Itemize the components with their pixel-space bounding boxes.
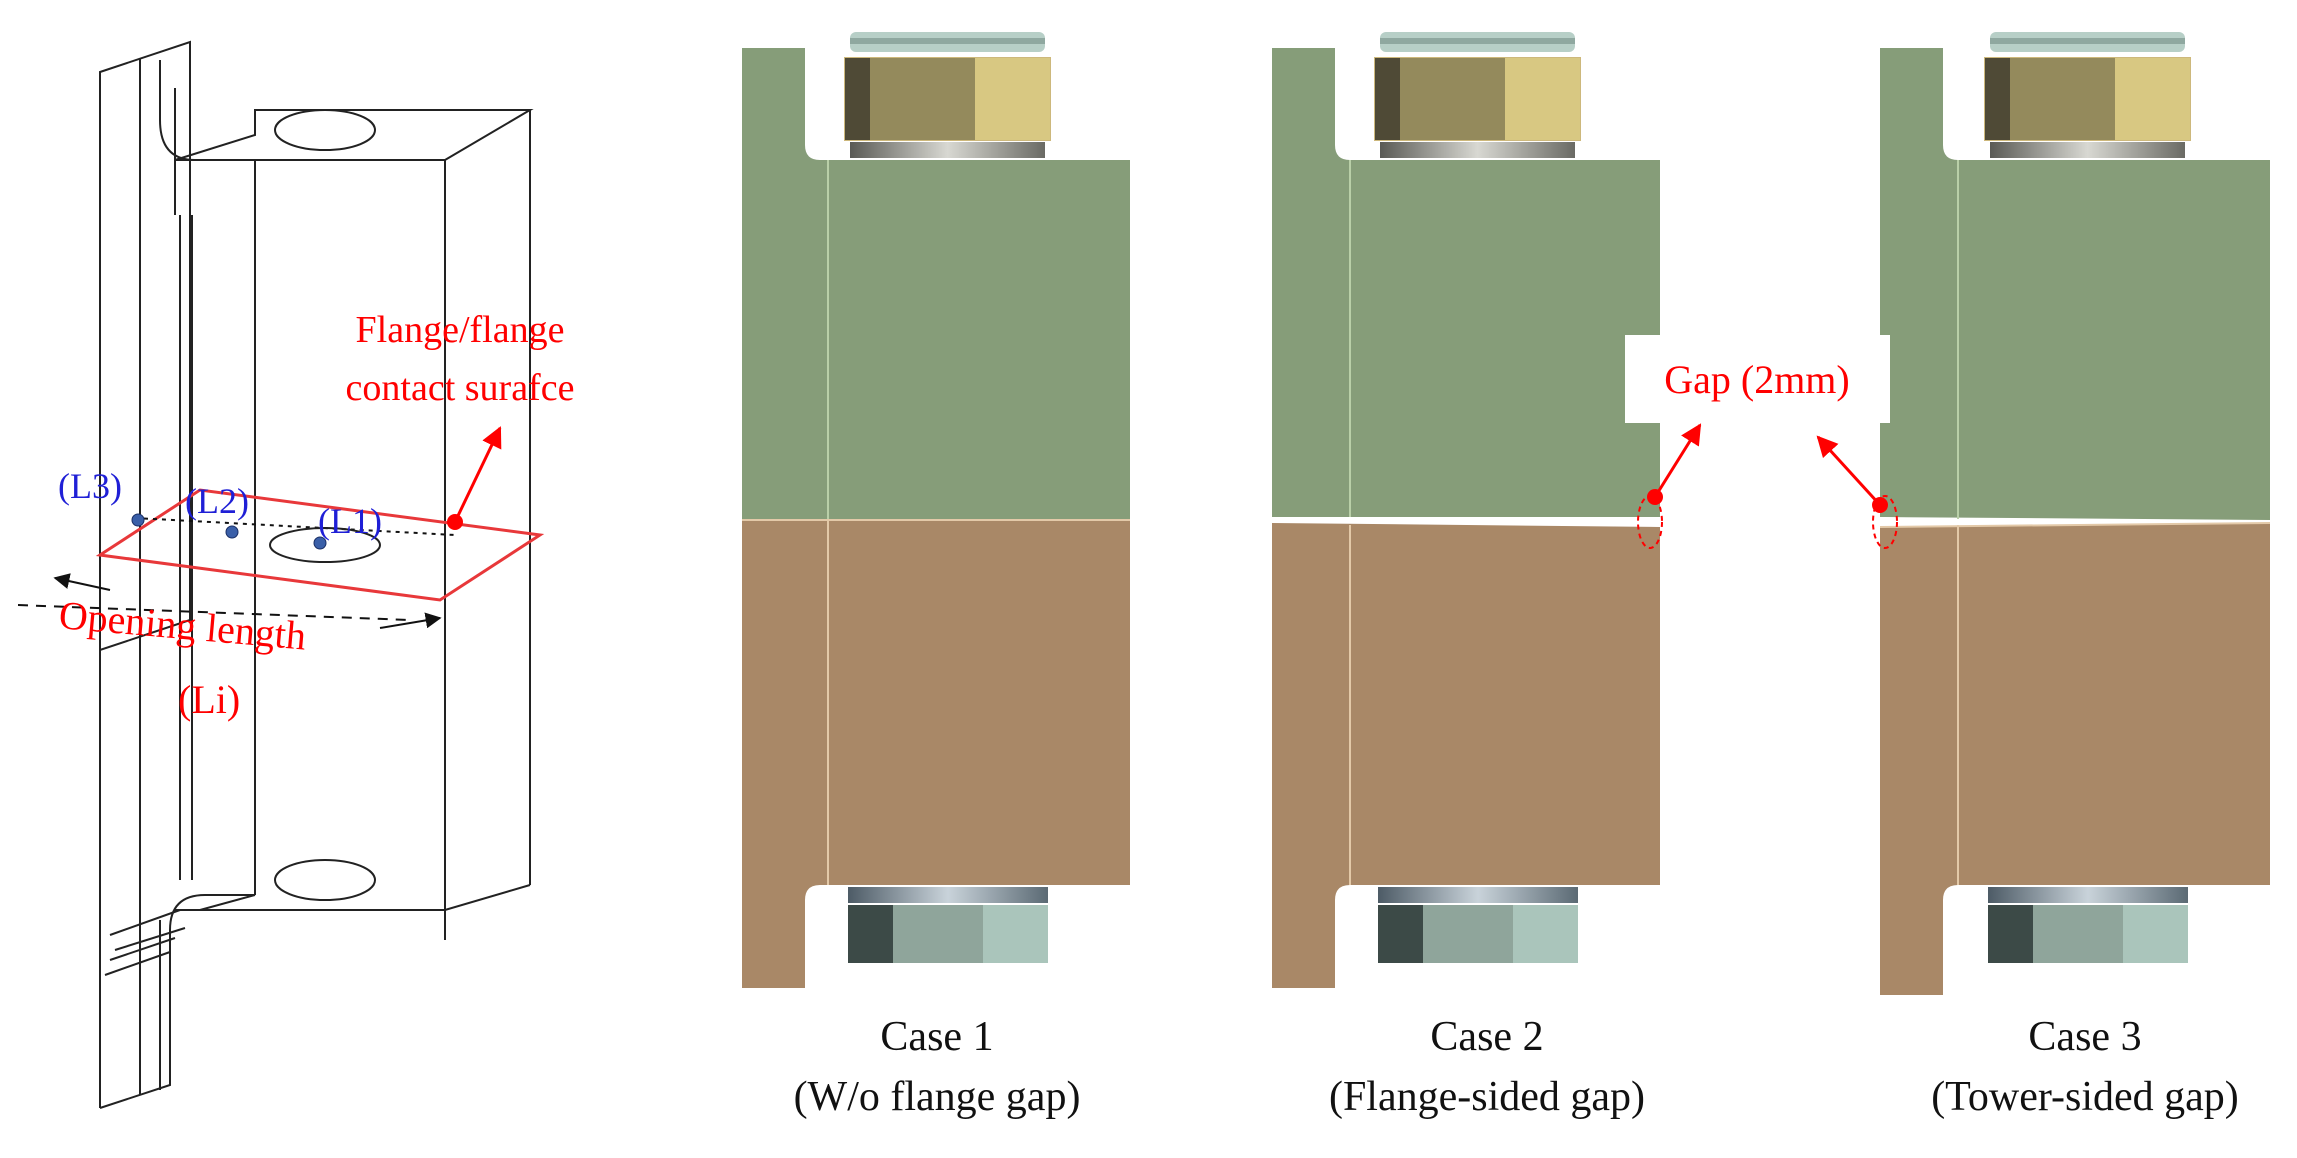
case-3-section	[1816, 32, 2271, 995]
case-1-section	[742, 32, 1130, 988]
case-2-title: Case 2	[1430, 1014, 1543, 1060]
case-2-section	[1272, 32, 1702, 988]
contact-plane	[17, 426, 545, 629]
gap-label: Gap (2mm)	[1625, 335, 1890, 423]
annotation-line-1: Flange/flange	[356, 309, 565, 351]
contact-arrow	[453, 426, 502, 523]
case-2-subtitle: (Flange-sided gap)	[1329, 1074, 1645, 1120]
dimension-label: Opening length	[57, 592, 308, 658]
dimension-symbol: (Li)	[178, 677, 240, 722]
iso-wireframe	[99, 40, 534, 1109]
point-L3	[131, 513, 145, 527]
opening-length-dimension	[17, 604, 411, 621]
case-captions: Case 1 (W/o flange gap) Case 2 (Flange-s…	[794, 1014, 2239, 1120]
point-label-L1: (L1)	[318, 501, 382, 541]
point-L2	[225, 525, 239, 539]
case-3-title: Case 3	[2028, 1014, 2141, 1060]
annotation-line-2: contact surafce	[346, 367, 575, 409]
point-label-L2: (L2)	[185, 481, 249, 521]
case-1-title: Case 1	[880, 1014, 993, 1060]
point-L1	[313, 536, 327, 550]
point-label-L3: (L3)	[58, 466, 122, 506]
case-3-subtitle: (Tower-sided gap)	[1931, 1074, 2239, 1120]
gap-label-text: Gap (2mm)	[1664, 357, 1850, 402]
case-1-subtitle: (W/o flange gap)	[794, 1074, 1081, 1120]
